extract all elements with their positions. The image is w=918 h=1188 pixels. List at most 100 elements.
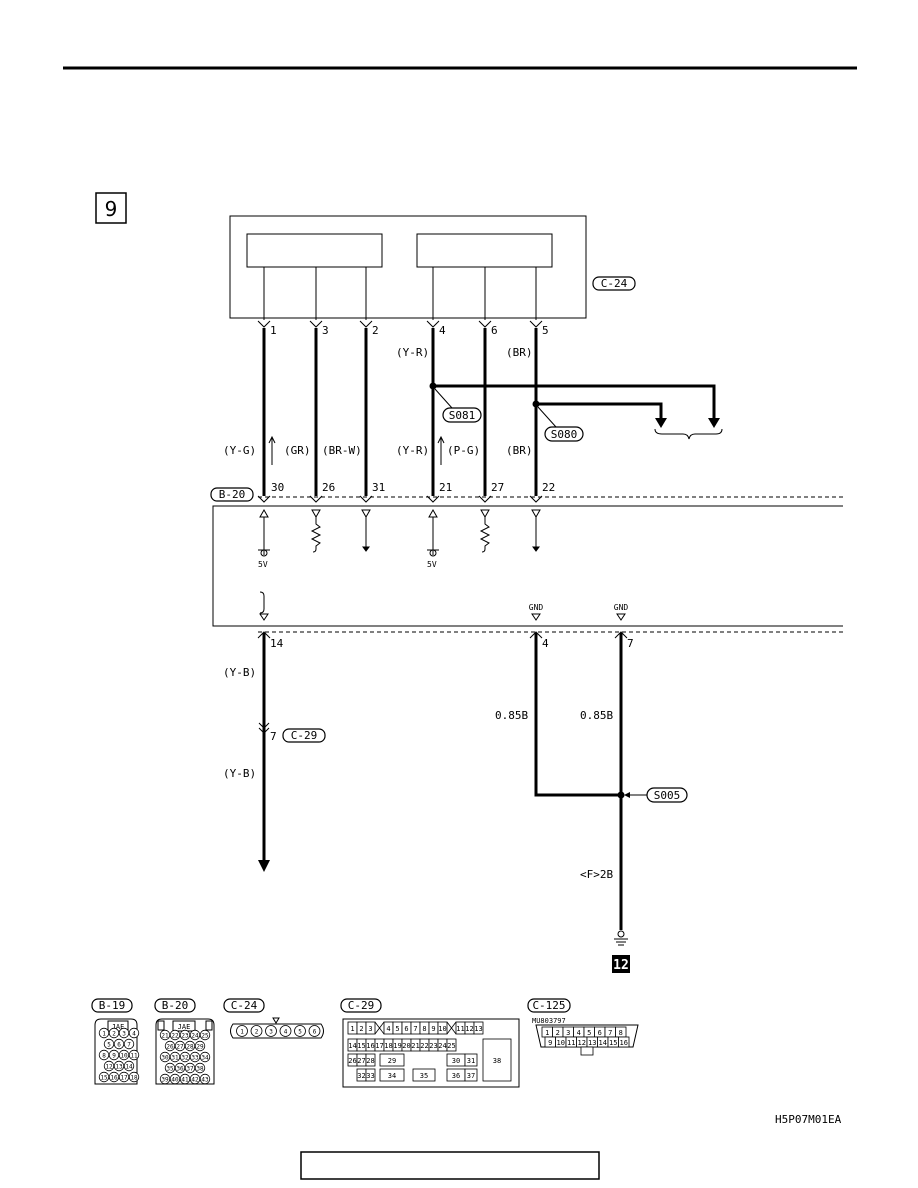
- connector-pin-label: 4: [386, 1025, 390, 1033]
- connector-pin-label: 39: [161, 1077, 169, 1084]
- connector-pin: [199, 1029, 211, 1041]
- connector-pin-label: 23: [429, 1042, 437, 1050]
- internal-resistor-a: [310, 509, 322, 553]
- connector-pin-label: 31: [171, 1055, 179, 1062]
- connector-pin-label: 4: [284, 1029, 288, 1036]
- connector-pin-label: 33: [366, 1072, 374, 1080]
- connector-pin-label: 21: [161, 1033, 169, 1040]
- connector-pin: [194, 1040, 206, 1052]
- connector-pin: [379, 1053, 405, 1067]
- pin-21: 21: [439, 481, 452, 494]
- branch-wires: [429, 382, 723, 440]
- svg-text:S005: S005: [654, 789, 681, 802]
- connector-pin: [108, 1049, 120, 1061]
- connector-pin: [123, 1038, 135, 1050]
- pin-14: 14: [270, 637, 284, 650]
- wire-size-b: 0.85B: [580, 709, 613, 722]
- pin-3: 3: [322, 324, 329, 337]
- connector-pin-label: 27: [176, 1044, 184, 1051]
- gnd-label-b: GND: [614, 603, 629, 612]
- pin-5: 5: [542, 324, 549, 337]
- connector-pin-label: 36: [176, 1066, 184, 1073]
- figure-code-text: H5P07M01EA: [775, 1113, 842, 1126]
- connector-pin-label: 8: [619, 1029, 623, 1037]
- connector-pin-label: 32: [181, 1055, 189, 1062]
- connector-pin-label: 31: [467, 1057, 475, 1065]
- connector-pin-label: 15: [100, 1075, 108, 1082]
- connector-pin-label: 5: [587, 1029, 591, 1037]
- connector-pin-label: 10: [438, 1025, 446, 1033]
- connector-pin-label: 12: [465, 1025, 473, 1033]
- connector-pin-label: 6: [598, 1029, 602, 1037]
- connector-pin-label: 11: [130, 1053, 138, 1060]
- connector-pin: [464, 1053, 478, 1067]
- connector-pin: [199, 1073, 211, 1085]
- connector-pin-label: 6: [313, 1029, 317, 1036]
- connector-pin: [128, 1049, 140, 1061]
- svg-text:C-29: C-29: [348, 999, 375, 1012]
- connector-pin-label: 24: [191, 1033, 199, 1040]
- connector-pin: [236, 1025, 248, 1037]
- connector-pin-label: 3: [566, 1029, 570, 1037]
- connector-pin-label: 38: [493, 1057, 501, 1065]
- svg-text:C-125: C-125: [532, 999, 565, 1012]
- wire-color-yr-mid: (Y-R): [396, 444, 429, 457]
- svg-text:C-24: C-24: [231, 999, 258, 1012]
- connector-pin-label: 8: [422, 1025, 426, 1033]
- lower-wires: [258, 633, 625, 930]
- internal-5v-a: [258, 508, 270, 557]
- connector-pin-label: 37: [467, 1072, 475, 1080]
- blank-cavity: [374, 1021, 457, 1035]
- connector-pin: [113, 1060, 125, 1072]
- c29-pin-7: 7: [270, 730, 277, 743]
- pin-6: 6: [491, 324, 498, 337]
- connector-pin-label: 17: [120, 1075, 128, 1082]
- connector-pin: [365, 1021, 376, 1035]
- connector-pin-label: 16: [110, 1075, 118, 1082]
- voltage-5v-b: 5V: [427, 560, 437, 569]
- svg-text:S080: S080: [551, 428, 578, 441]
- connector-pin-label: 2: [359, 1025, 363, 1033]
- connector-pin-label: 5: [395, 1025, 399, 1033]
- connector-pin-label: 1: [102, 1031, 106, 1038]
- splice-s005: S005: [624, 787, 688, 803]
- connector-pin: [108, 1027, 120, 1039]
- connector-pin-label: 18: [384, 1042, 392, 1050]
- svg-text:B-19: B-19: [99, 999, 126, 1012]
- connector-pin: [123, 1060, 135, 1072]
- connector-pin: [265, 1025, 277, 1037]
- connector-label-b20: B-20: [210, 487, 254, 502]
- connector-pin-label: 1: [240, 1029, 244, 1036]
- connector-pin-label: 6: [117, 1042, 121, 1049]
- connector-pin: [365, 1068, 376, 1082]
- connector-pin-label: 5: [107, 1042, 111, 1049]
- connector-pin-label: 3: [269, 1029, 273, 1036]
- connector-pin: [308, 1025, 321, 1037]
- connector-pin-label: 13: [588, 1039, 596, 1047]
- ground-symbol: [614, 930, 628, 946]
- step-number-box: 9: [95, 192, 127, 224]
- connector-pin: [194, 1062, 206, 1074]
- svg-text:JAE: JAE: [178, 1023, 191, 1031]
- connector-pin-label: 32: [357, 1072, 365, 1080]
- voltage-5v-a: 5V: [258, 560, 268, 569]
- internal-link: [259, 591, 269, 621]
- pin-26: 26: [322, 481, 335, 494]
- connector-pin: [294, 1025, 306, 1037]
- pin-1: 1: [270, 324, 277, 337]
- connector-pin-label: 15: [609, 1039, 617, 1047]
- connector-pin: [128, 1027, 140, 1039]
- svg-text:B-20: B-20: [219, 488, 246, 501]
- connector-pin-label: 7: [608, 1029, 612, 1037]
- sensor-wires: [262, 328, 538, 496]
- connector-pin-label: 35: [420, 1072, 428, 1080]
- connector-pin: [108, 1071, 120, 1083]
- connector-pin-label: 22: [420, 1042, 428, 1050]
- pin-30: 30: [271, 481, 284, 494]
- connector-pin: [473, 1021, 484, 1035]
- ground-point-label: <F>2B: [580, 868, 613, 881]
